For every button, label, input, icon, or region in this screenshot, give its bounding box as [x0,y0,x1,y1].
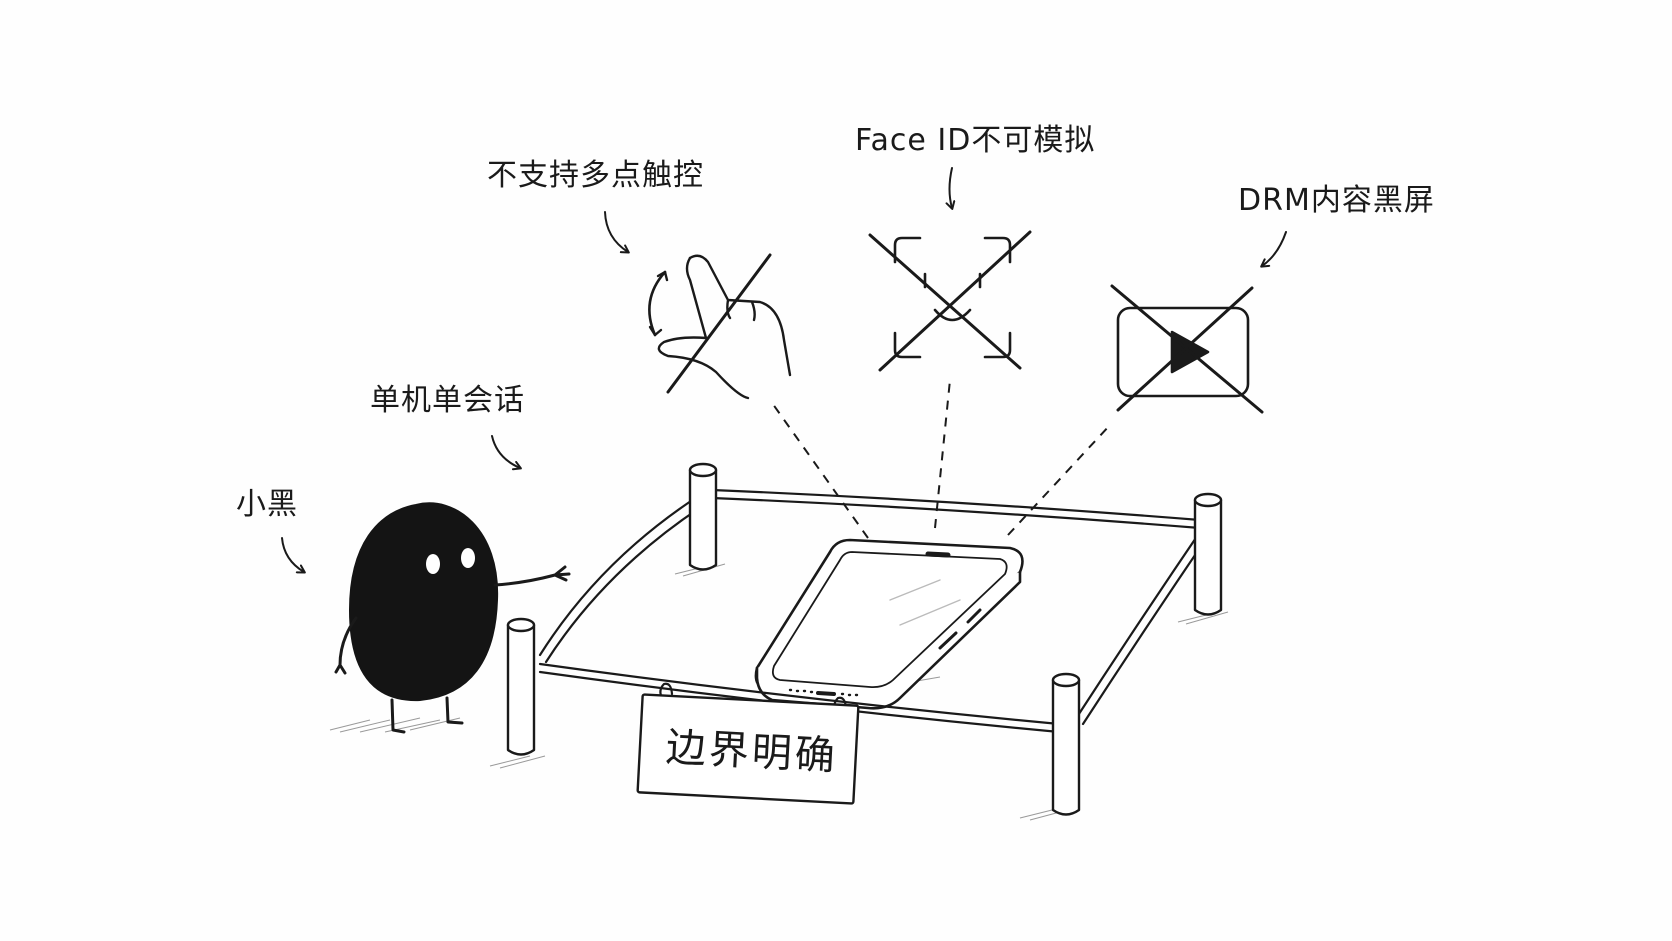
label-character-text: 小黑 [236,487,298,522]
label-session: 单机单会话 [370,383,525,471]
post-back-left [688,462,718,571]
character-eye-right [461,548,475,568]
dashed-connectors [769,379,1111,539]
character-leg-left [390,698,406,734]
character-arm-right [493,565,571,587]
label-drm-text: DRM内容黑屏 [1238,183,1435,218]
label-multitouch: 不支持多点触控 [487,158,704,254]
smartphone [754,538,1024,710]
boundary-sign: 边界明确 [636,682,860,805]
post-back-right [1193,492,1223,616]
character-eye-left [426,554,440,574]
post-front-left [506,617,536,756]
character-arm-left [334,616,358,675]
label-multitouch-text: 不支持多点触控 [487,158,704,193]
face-scan-crossed-icon [868,230,1032,372]
character-body [348,502,499,702]
phone-speaker-holes [788,688,859,697]
label-drm: DRM内容黑屏 [1238,183,1435,268]
label-character: 小黑 [236,487,306,574]
label-session-text: 单机单会话 [370,383,525,418]
label-faceid-text: Face ID不可模拟 [855,123,1095,158]
video-play-crossed-icon [1110,284,1264,414]
hand-gesture-crossed-icon [648,253,792,400]
character-xiaohei [334,502,571,734]
label-faceid: Face ID不可模拟 [855,123,1095,210]
post-front-right [1051,672,1081,816]
boundary-sign-text: 边界明确 [665,725,839,780]
character-leg-right [445,696,464,725]
